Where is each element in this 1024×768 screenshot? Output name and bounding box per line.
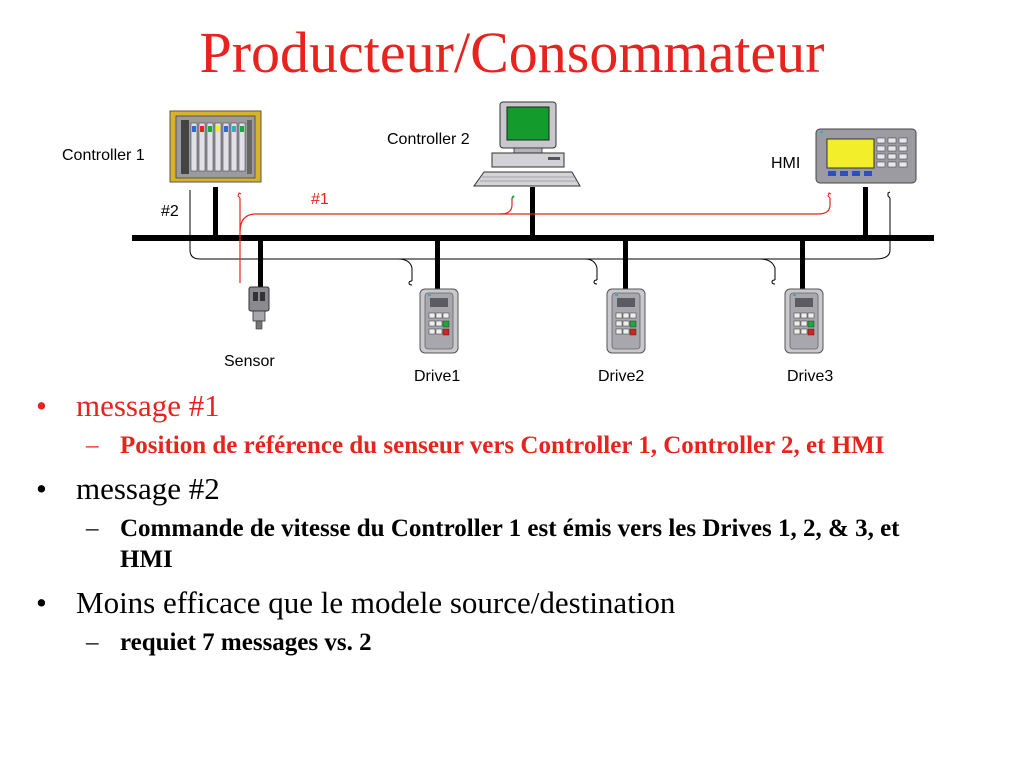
- bullet-message2: • message #2: [30, 471, 990, 507]
- controller2-label: Controller 2: [387, 131, 470, 148]
- network-diagram: Controller 1 Controller 2 HMI #2: [62, 101, 934, 385]
- sub-bullet-text: Position de référence du senseur vers Co…: [120, 432, 885, 459]
- sub-bullet-efficiency: – requiet 7 messages vs. 2: [30, 627, 940, 658]
- sub-bullet-marker: –: [86, 432, 99, 459]
- drive3-tap: [800, 239, 805, 289]
- controller1-tap: [213, 187, 218, 237]
- drive3-label: Drive3: [787, 368, 833, 385]
- message1-label: #1: [311, 191, 329, 208]
- drive2-label: Drive2: [598, 368, 644, 385]
- message2-path-drive2: [398, 258, 598, 280]
- sensor-tap: [258, 239, 263, 287]
- message2-path-drive3: [585, 258, 776, 280]
- hmi-panel-icon: [815, 128, 917, 184]
- slide-title: Producteur/Consommateur: [199, 20, 825, 85]
- bullet-efficiency: • Moins efficace que le modele source/de…: [30, 585, 990, 621]
- message2-label: #2: [161, 203, 179, 220]
- controller2-computer-icon: [473, 101, 581, 187]
- drive2-icon: [606, 288, 646, 354]
- sub-bullet-text: requiet 7 messages vs. 2: [120, 629, 372, 656]
- bullet-marker: •: [36, 388, 47, 423]
- drive3-icon: [784, 288, 824, 354]
- sensor-icon: [248, 286, 270, 330]
- hmi-label: HMI: [771, 155, 800, 172]
- sub-bullet-message1: – Position de référence du senseur vers …: [30, 430, 940, 461]
- controller1-plc-icon: [169, 110, 262, 183]
- hmi-tap: [863, 187, 868, 237]
- bullet-text: Moins efficace que le modele source/dest…: [76, 585, 676, 620]
- drive1-tap: [435, 239, 440, 289]
- bullet-list: • message #1 – Position de référence du …: [30, 388, 990, 668]
- sub-bullet-text: Commande de vitesse du Controller 1 est …: [120, 515, 900, 573]
- controller1-label: Controller 1: [62, 147, 145, 164]
- message1-path: [239, 198, 513, 283]
- sub-bullet-marker: –: [86, 629, 99, 656]
- sub-bullet-message2: – Commande de vitesse du Controller 1 es…: [30, 513, 940, 575]
- network-bus: [132, 235, 934, 241]
- bullet-marker: •: [36, 585, 47, 620]
- bullet-message1: • message #1: [30, 388, 990, 424]
- bullet-text: message #1: [76, 388, 220, 423]
- message2-path: [189, 190, 413, 281]
- drive1-label: Drive1: [414, 368, 460, 385]
- bullet-marker: •: [36, 471, 47, 506]
- message2-path-hmi: [760, 198, 891, 260]
- drive2-tap: [623, 239, 628, 289]
- sensor-label: Sensor: [224, 353, 275, 370]
- drive1-icon: [419, 288, 459, 354]
- message1-path-hmi: [500, 198, 831, 215]
- bullet-text: message #2: [76, 471, 220, 506]
- controller2-tap: [530, 187, 535, 237]
- sub-bullet-marker: –: [86, 515, 99, 542]
